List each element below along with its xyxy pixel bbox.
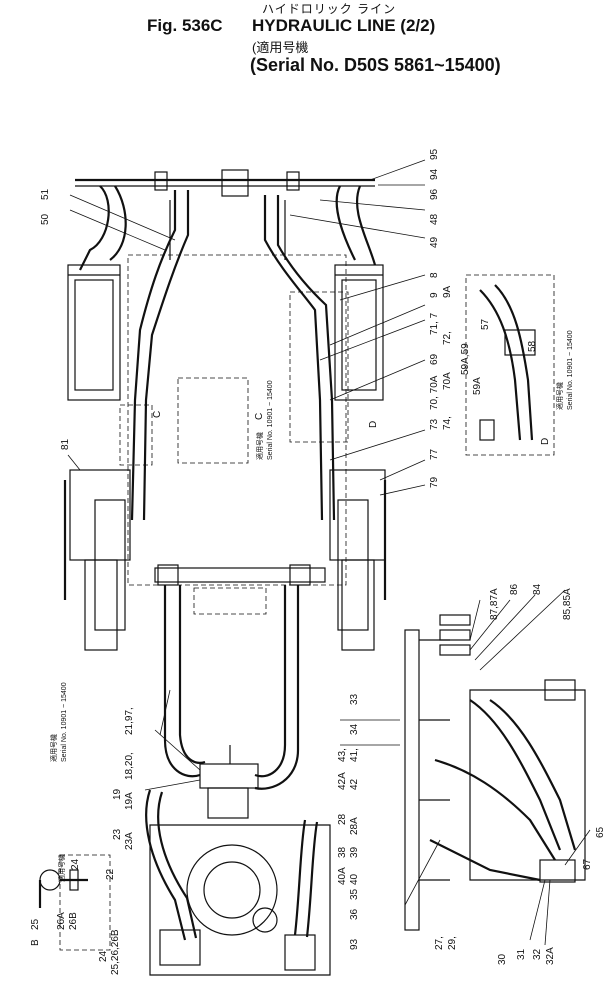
view-label-d-inset: D (540, 438, 551, 445)
callout-22: 22 (105, 868, 116, 880)
callout-67: 67 (582, 858, 593, 870)
callout-49: 49 (429, 236, 440, 248)
callout-9a: 9A (442, 285, 453, 298)
callout-35: 35 (349, 888, 360, 900)
view-label-c: C (254, 413, 265, 420)
detail-d-inset (465, 274, 555, 456)
callout-34: 34 (349, 723, 360, 735)
callout-24: 24 (98, 950, 109, 962)
callout-8: 8 (429, 272, 440, 278)
callout-25-26-26b: 25,26,26B (110, 929, 121, 975)
lower-cylinders (63, 469, 387, 651)
top-crossbar (75, 169, 377, 271)
callout-30: 30 (497, 953, 508, 965)
callout-26b-inset: 26B (68, 912, 79, 930)
callout-labels: 95 94 96 48 49 50 51 8 9 9A 71, 7 72, 69… (30, 148, 606, 975)
callout-43: 43, (337, 748, 348, 762)
figure-number: Fig. 536C (147, 16, 223, 35)
leader-lines (67, 159, 591, 946)
valve-block-detail (404, 614, 586, 931)
callout-84: 84 (532, 583, 543, 595)
callout-26a-inset: 26A (56, 912, 67, 930)
note-applicable-b-jp: 適用号機 (57, 854, 66, 882)
callout-42: 42 (349, 778, 360, 790)
callout-85-85a: 85,85A (562, 588, 573, 620)
callout-42a: 42A (337, 772, 348, 790)
callout-95: 95 (429, 148, 440, 160)
diagram-title: HYDRAULIC LINE (2/2) (252, 16, 436, 35)
callout-59a-59: 59A,59 (460, 343, 471, 375)
note-serial-mid: Serial No. 10901 ~ 15400 (61, 682, 68, 762)
callout-19a: 19A (124, 792, 135, 810)
callout-39: 39 (349, 846, 360, 858)
pump-hose-loop (163, 585, 300, 819)
callout-28a: 28A (349, 817, 360, 835)
view-label-b: B (30, 939, 41, 946)
callout-32: 32 (532, 948, 543, 960)
note-applicable-mid-jp: 適用号機 (49, 734, 58, 762)
view-label-c-arrow: C (152, 411, 163, 418)
callout-96: 96 (429, 188, 440, 200)
callout-51: 51 (40, 188, 51, 200)
callout-77: 77 (429, 448, 440, 460)
callout-31: 31 (516, 948, 527, 960)
note-applicable-c-jp: 適用号機 (255, 432, 264, 460)
applicable-serial-label-jp: (適用号機 (252, 40, 309, 55)
callout-40a: 40A (337, 867, 348, 885)
callout-19: 19 (112, 788, 123, 800)
callout-40: 40 (349, 873, 360, 885)
callout-9: 9 (429, 292, 440, 298)
callout-41: 41, (349, 748, 360, 762)
callout-57: 57 (480, 318, 491, 330)
callout-69: 69 (429, 353, 440, 365)
callout-65: 65 (595, 826, 606, 838)
callout-79: 79 (429, 476, 440, 488)
callout-32a: 32A (545, 947, 556, 965)
callout-59a: 59A (472, 377, 483, 395)
callout-71-7: 71, 7 (429, 312, 440, 335)
callout-70a: 70A (442, 372, 453, 390)
main-hose-runs (130, 190, 336, 521)
callout-23: 23 (112, 828, 123, 840)
callout-94: 94 (429, 168, 440, 180)
callout-25-inset: 25 (30, 918, 41, 930)
frame-outlines (59, 254, 349, 951)
callout-48: 48 (429, 213, 440, 225)
note-serial-c: Serial No. 10901 ~ 15400 (267, 380, 274, 460)
callout-21-97: 21,97, (124, 707, 135, 735)
callout-23a: 23A (124, 832, 135, 850)
callout-18-20: 18,20, (124, 752, 135, 780)
bottom-pump-housing (145, 789, 331, 976)
callout-27: 27, (434, 936, 445, 950)
callout-38: 38 (337, 846, 348, 858)
callout-93: 93 (349, 938, 360, 950)
callout-28: 28 (337, 813, 348, 825)
callout-87-87a: 87,87A (489, 588, 500, 620)
japanese-title: ハイドロリック ライン (262, 2, 397, 16)
callout-73: 73 (429, 418, 440, 430)
detail-b-inset (38, 869, 88, 908)
cross-member (154, 564, 326, 586)
serial-notes: Serial No. 10901 ~ 15400 適用号機 Serial No.… (30, 330, 574, 946)
callout-33: 33 (349, 693, 360, 705)
callout-36: 36 (349, 908, 360, 920)
callout-24-inset: 24 (70, 858, 81, 870)
upper-cylinders (67, 264, 384, 401)
view-label-d: D (368, 421, 379, 428)
callout-58: 58 (527, 340, 538, 352)
callout-72: 72, (442, 331, 453, 345)
note-applicable-d-jp: 適用号機 (555, 382, 564, 410)
serial-range: (Serial No. D50S 5861~15400) (250, 55, 501, 75)
note-serial-d: Serial No. 10901 ~ 15400 (567, 330, 574, 410)
callout-81: 81 (60, 438, 71, 450)
callout-29: 29, (447, 936, 458, 950)
callout-74: 74, (442, 416, 453, 430)
callout-70-70a: 70, 70A (429, 375, 440, 410)
callout-50: 50 (40, 213, 51, 225)
callout-86: 86 (509, 583, 520, 595)
